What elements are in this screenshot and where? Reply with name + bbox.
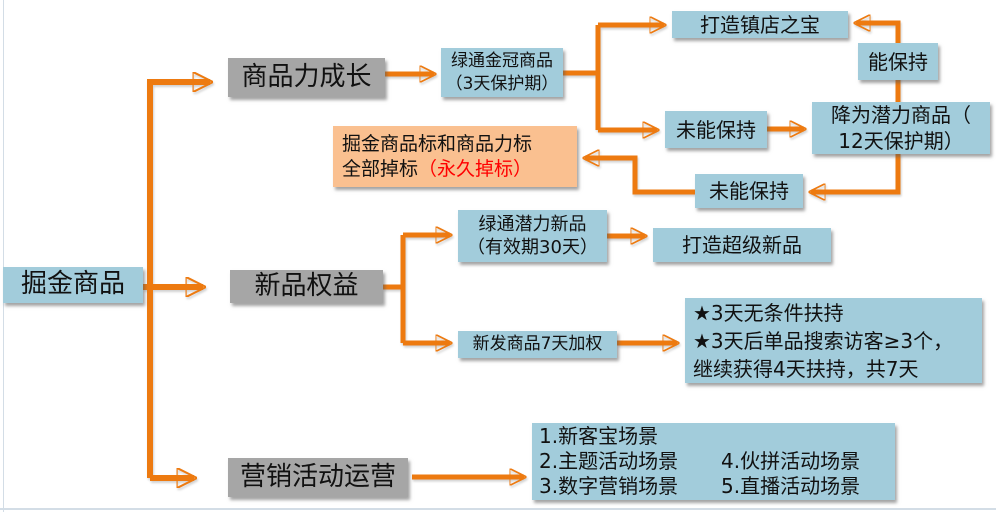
branch-new-product-label: 新品权益 [254, 270, 359, 301]
scenes-row-1: 1.新客宝场景 [539, 424, 895, 449]
node-can-keep: 能保持 [858, 43, 938, 80]
node-support: ★3天无条件扶持 ★3天后单品搜索访客≥3个， 继续获得4天扶持，共7天 [685, 298, 982, 383]
penalty-line2-black: 全部掉标 [342, 157, 419, 180]
weighted-label: 新发商品7天加权 [472, 334, 603, 355]
support-line2: ★3天后单品搜索访客≥3个， [693, 328, 954, 353]
connector-trunk-to-growth [147, 82, 210, 478]
node-scenes: 1.新客宝场景 2.主题活动场景 4.伙拼活动场景 3.数字营销场景 5.直播活… [532, 423, 895, 500]
scenes-row-3-col-2: 5.直播活动场景 [721, 474, 861, 498]
node-weighted: 新发商品7天加权 [458, 331, 617, 358]
fail-keep-2-label: 未能保持 [709, 179, 789, 203]
support-line3: 继续获得4天扶持，共7天 [693, 356, 919, 381]
scenes-row-2: 2.主题活动场景 4.伙拼活动场景 [539, 449, 895, 474]
scenes-row-2-col-1: 2.主题活动场景 [539, 449, 679, 473]
node-root-label: 掘金商品 [20, 269, 125, 300]
node-branch-growth: 商品力成长 [228, 58, 385, 97]
branch-marketing-label: 营销活动运营 [239, 461, 396, 492]
penalty-line1: 掘金商品标和商品力标 [342, 132, 533, 155]
gold-crown-line1: 绿通金冠商品 [451, 51, 553, 72]
fail-keep-1-label: 未能保持 [676, 117, 756, 142]
node-super-new: 打造超级新品 [653, 228, 831, 262]
node-fail-keep-1: 未能保持 [665, 111, 767, 148]
super-new-label: 打造超级新品 [682, 233, 802, 257]
node-branch-marketing: 营销活动运营 [228, 458, 408, 497]
support-line1: ★3天无条件扶持 [693, 300, 844, 325]
scenes-row-1-col-2 [721, 424, 895, 449]
downgrade-line1: 降为潜力商品（ [831, 103, 971, 127]
connector-downgrade-down-to-fail-keep-2 [811, 153, 901, 192]
penalty-line2: 全部掉标（永久掉标） [342, 157, 532, 182]
connector-fail-keep-2-to-penalty [585, 158, 695, 195]
node-branch-new-product: 新品权益 [230, 270, 383, 303]
slide-left-edge-line [3, 0, 4, 512]
penalty-line2-red: （永久掉标） [418, 157, 533, 180]
potential-new-line1: 绿通潜力新品 [478, 213, 587, 235]
node-penalty: 掘金商品标和商品力标 全部掉标（永久掉标） [333, 126, 577, 187]
scenes-row-3-col-1: 3.数字营销场景 [539, 474, 679, 498]
branch-growth-label: 商品力成长 [241, 61, 372, 92]
scenes-row-1-col-1: 1.新客宝场景 [539, 424, 659, 448]
treasure-label: 打造镇店之宝 [700, 12, 820, 37]
can-keep-label: 能保持 [868, 49, 928, 74]
potential-new-line2: （有效期30天） [467, 237, 598, 258]
slide-bottom-edge-line [0, 508, 996, 510]
downgrade-line2: 12天保护期） [838, 129, 964, 153]
gold-crown-line2: （3天保护期） [445, 73, 559, 94]
node-downgrade: 降为潜力商品（ 12天保护期） [812, 102, 990, 154]
node-potential-new: 绿通潜力新品 （有效期30天） [458, 210, 607, 262]
node-fail-keep-2: 未能保持 [695, 174, 803, 208]
node-gold-crown: 绿通金冠商品 （3天保护期） [441, 48, 563, 97]
node-root: 掘金商品 [3, 267, 143, 303]
node-treasure: 打造镇店之宝 [672, 11, 848, 38]
scenes-row-3: 3.数字营销场景 5.直播活动场景 [539, 474, 895, 499]
scenes-row-2-col-2: 4.伙拼活动场景 [721, 449, 861, 473]
